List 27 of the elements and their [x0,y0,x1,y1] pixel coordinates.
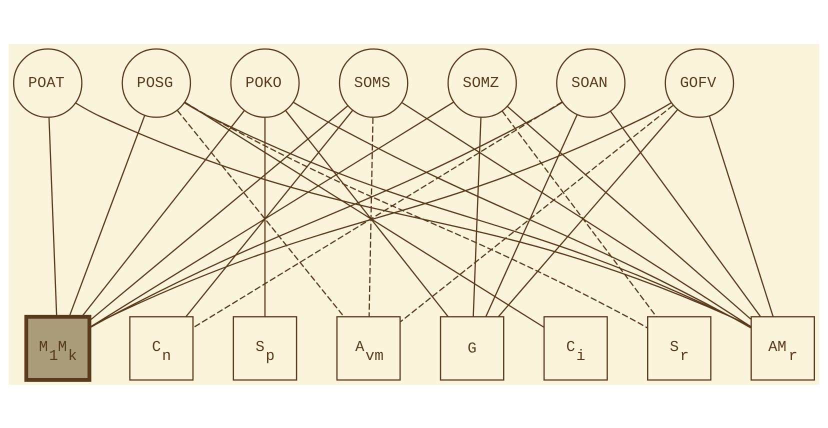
connector [506,105,752,320]
connector [184,102,752,328]
connector [81,110,245,317]
connector [400,104,674,322]
connector [184,101,648,328]
node-circle: POAT [13,48,82,118]
node-box: G [440,316,504,380]
connector [368,117,374,316]
node-circle: SOAN [556,48,626,118]
connector [89,101,454,328]
connector [610,110,761,316]
connector [401,101,752,327]
connector [89,104,348,321]
node-circle: SOMS [338,48,408,118]
connector [472,117,482,316]
node-circle: SOMZ [447,48,517,118]
node-circle: POKO [230,48,300,118]
node-circle: POSG [122,48,192,118]
connector [485,114,578,316]
connector [293,101,751,328]
connector [285,110,449,317]
connector [708,115,774,316]
connector [48,117,58,316]
connector [90,101,563,328]
node-circle: GOFV [664,48,734,118]
connector [264,117,266,316]
connector [68,114,146,317]
